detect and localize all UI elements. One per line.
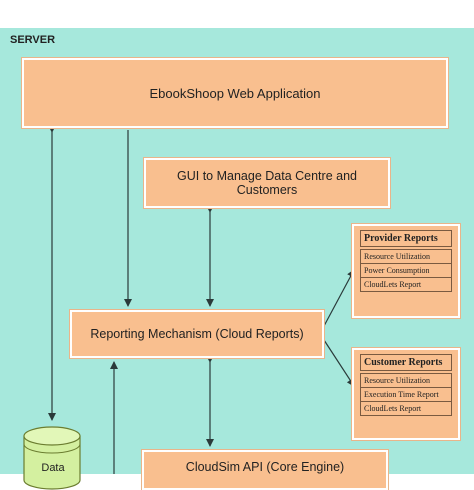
gui-box: GUI to Manage Data Centre and Customers — [144, 158, 390, 208]
provider-report-item: Power Consumption — [360, 263, 452, 278]
cloudsim-api-box: CloudSim API (Core Engine) — [142, 450, 388, 490]
database-icon — [23, 426, 81, 490]
provider-reports-title: Provider Reports — [360, 230, 452, 247]
customer-report-item: Execution Time Report — [360, 387, 452, 402]
customer-report-item: Resource Utilization — [360, 373, 452, 388]
web-application-label: EbookShoop Web Application — [149, 85, 321, 101]
server-label: SERVER — [10, 34, 56, 46]
web-application-box: EbookShoop Web Application — [22, 58, 448, 128]
gui-label: GUI to Manage Data Centre and Customers — [177, 169, 357, 197]
arrow-reporting-provider — [323, 269, 355, 327]
provider-report-item: CloudLets Report — [360, 277, 452, 292]
arrow-reporting-customer — [323, 339, 355, 387]
customer-reports-title: Customer Reports — [360, 354, 452, 371]
reporting-mechanism-label: Reporting Mechanism (Cloud Reports) — [90, 327, 304, 341]
provider-reports-panel: Provider Reports Resource Utilization Po… — [352, 224, 460, 318]
database-label: Data — [41, 462, 65, 474]
provider-report-item: Resource Utilization — [360, 249, 452, 264]
reporting-mechanism-box: Reporting Mechanism (Cloud Reports) — [70, 310, 324, 358]
customer-report-item: CloudLets Report — [360, 401, 452, 416]
cloudsim-api-label: CloudSim API (Core Engine) — [185, 460, 345, 474]
customer-reports-panel: Customer Reports Resource Utilization Ex… — [352, 348, 460, 440]
